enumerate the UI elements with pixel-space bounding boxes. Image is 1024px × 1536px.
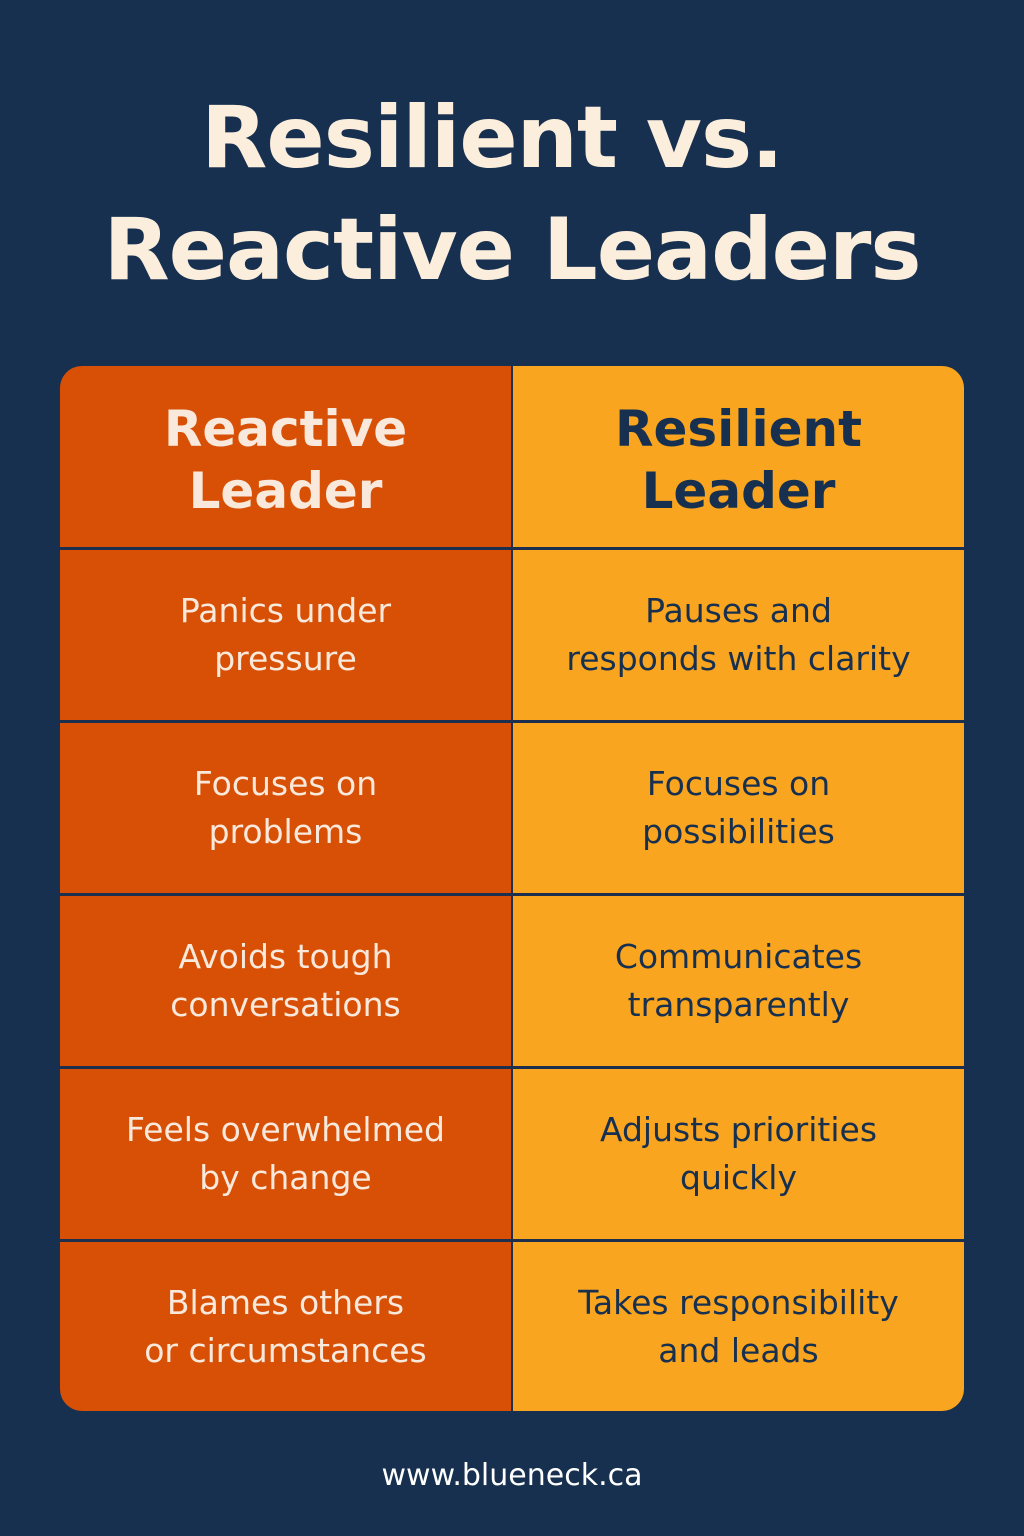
page-title: Resilient vs. Reactive Leaders bbox=[0, 82, 1024, 306]
reactive-cell-3: Avoids tough conversations bbox=[60, 893, 512, 1066]
comparison-table: Reactive Leader Resilient Leader Panics … bbox=[60, 366, 964, 1411]
reactive-cell-4: Feels overwhelmed by change bbox=[60, 1066, 512, 1239]
resilient-cell-3: Communicates transparently bbox=[512, 893, 964, 1066]
resilient-cell-1: Pauses and responds with clarity bbox=[512, 547, 964, 720]
website-url: www.blueneck.ca bbox=[381, 1458, 643, 1493]
reactive-cell-1: Panics under pressure bbox=[60, 547, 512, 720]
header-reactive-leader: Reactive Leader bbox=[60, 366, 512, 547]
page-title-line-1: Resilient vs. bbox=[201, 88, 784, 188]
reactive-cell-5: Blames others or circumstances bbox=[60, 1239, 512, 1411]
header-resilient-leader: Resilient Leader bbox=[512, 366, 964, 547]
page-title-line-2: Reactive Leaders bbox=[103, 200, 921, 300]
reactive-cell-2: Focuses on problems bbox=[60, 720, 512, 893]
resilient-cell-2: Focuses on possibilities bbox=[512, 720, 964, 893]
resilient-cell-4: Adjusts priorities quickly bbox=[512, 1066, 964, 1239]
resilient-cell-5: Takes responsibility and leads bbox=[512, 1239, 964, 1411]
